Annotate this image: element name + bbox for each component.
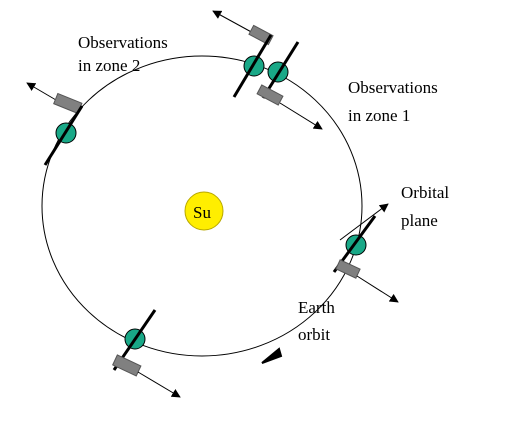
earth-bottom [112, 309, 181, 398]
zone1-label-line1: Observations [348, 78, 438, 97]
earth-zone2-left [26, 82, 84, 166]
sun-circle [184, 191, 224, 231]
zone1-label-line2: in zone 1 [348, 106, 410, 125]
earth-orbit-label-line1: Earth [298, 298, 335, 317]
earth-zone1-top [256, 41, 323, 130]
earth-zone2-top [212, 10, 274, 98]
sun-label: Su [193, 203, 211, 222]
zone2-label-line1: Observations [78, 33, 168, 52]
orbital-plane-label-line1: Orbital [401, 183, 449, 202]
orbit-direction-arrow [261, 347, 283, 364]
earth-right [332, 203, 399, 303]
earth-orbit-label-line2: orbit [298, 325, 330, 344]
orbital-plane-label-line2: plane [401, 211, 438, 230]
zone2-label-line2: in zone 2 [78, 56, 140, 75]
earth-orbit-ellipse [41, 55, 363, 357]
